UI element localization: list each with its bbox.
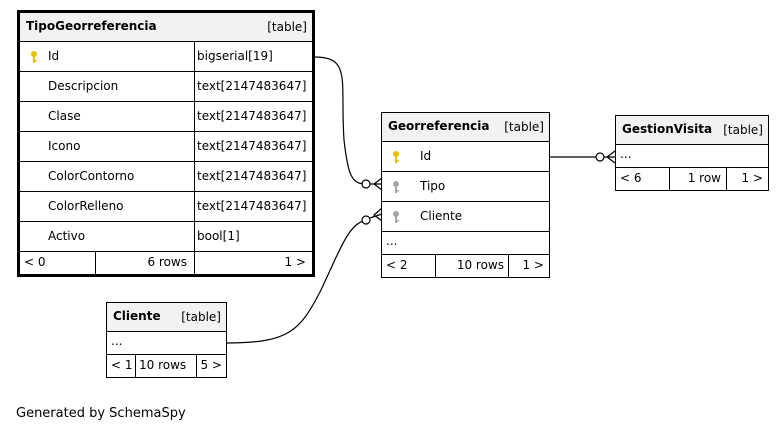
table-kind: [table]: [267, 20, 307, 34]
table-header: TipoGeorreferencia [table]: [20, 13, 312, 42]
children-count[interactable]: 1 >: [741, 171, 763, 185]
row-count: 1 row: [687, 171, 721, 185]
column-row[interactable]: Id: [382, 142, 549, 172]
table-gestionvisita[interactable]: GestionVisita [table] ... < 6 1 row 1 >: [615, 115, 769, 191]
relation-cliente-crowfoot: [369, 207, 383, 222]
table-header: GestionVisita [table]: [616, 116, 768, 145]
ellipsis-text: ...: [111, 334, 123, 348]
column-row[interactable]: Icono text[2147483647]: [20, 132, 312, 162]
column-name: Descripcion: [48, 79, 119, 93]
primary-key-icon: [393, 151, 399, 163]
column-type: text[2147483647]: [197, 199, 307, 213]
primary-key-icon: [31, 51, 37, 63]
column-name: Id: [420, 149, 432, 163]
column-type: bigserial[19]: [197, 49, 273, 63]
ellipsis-text: ...: [620, 147, 632, 161]
children-count[interactable]: 5 >: [200, 358, 222, 372]
table-name: GestionVisita: [622, 122, 713, 136]
parents-count[interactable]: < 1: [111, 358, 133, 372]
foreign-key-icon: [393, 181, 399, 193]
relation-tipo-crowfoot: [370, 177, 383, 191]
table-tipogeorreferencia[interactable]: TipoGeorreferencia [table] Id bigserial[…: [17, 10, 315, 277]
row-count: 6 rows: [147, 255, 187, 269]
row-count: 10 rows: [456, 258, 504, 272]
table-kind: [table]: [723, 123, 763, 137]
table-footer: < 0 6 rows 1 >: [20, 252, 312, 274]
relation-cliente-to-georreferencia: [226, 219, 367, 344]
column-row[interactable]: ColorRelleno text[2147483647]: [20, 192, 312, 222]
table-cliente[interactable]: Cliente [table] ... < 1 10 rows 5 >: [106, 302, 227, 378]
more-columns[interactable]: ...: [616, 145, 768, 168]
table-name: Cliente: [113, 309, 161, 323]
table-name: Georreferencia: [388, 119, 490, 133]
table-header: Georreferencia [table]: [382, 113, 549, 142]
column-name: ColorContorno: [48, 169, 135, 183]
table-kind: [table]: [504, 120, 544, 134]
column-row[interactable]: ColorContorno text[2147483647]: [20, 162, 312, 192]
relation-gestion-crowfoot: [604, 150, 616, 164]
column-type: text[2147483647]: [197, 169, 307, 183]
row-count: 10 rows: [139, 358, 187, 372]
generator-caption: Generated by SchemaSpy: [16, 406, 186, 421]
column-name: Tipo: [420, 179, 446, 193]
parents-count[interactable]: < 6: [620, 171, 642, 185]
column-row[interactable]: Tipo: [382, 172, 549, 202]
column-row[interactable]: Cliente: [382, 202, 549, 232]
table-footer: < 2 10 rows 1 >: [382, 255, 549, 277]
table-georreferencia[interactable]: Georreferencia [table] Id Tipo Cliente .…: [381, 112, 550, 278]
column-type: bool[1]: [197, 229, 240, 243]
foreign-key-icon: [393, 211, 399, 223]
column-name: Activo: [48, 229, 86, 243]
column-name: Id: [48, 49, 60, 63]
column-type: text[2147483647]: [197, 139, 307, 153]
parents-count[interactable]: < 0: [24, 255, 46, 269]
more-columns[interactable]: ...: [107, 332, 226, 355]
column-row[interactable]: Activo bool[1]: [20, 222, 312, 252]
column-row[interactable]: Id bigserial[19]: [20, 42, 312, 72]
children-count[interactable]: 1 >: [284, 255, 306, 269]
column-name: Icono: [48, 139, 81, 153]
parents-count[interactable]: < 2: [386, 258, 408, 272]
relation-cliente-optional-marker: [361, 215, 371, 225]
column-name: Cliente: [420, 209, 463, 223]
column-name: ColorRelleno: [48, 199, 124, 213]
column-row[interactable]: Clase text[2147483647]: [20, 102, 312, 132]
children-count[interactable]: 1 >: [522, 258, 544, 272]
table-footer: < 1 10 rows 5 >: [107, 355, 226, 377]
table-header: Cliente [table]: [107, 303, 226, 332]
table-name: TipoGeorreferencia: [26, 19, 157, 33]
column-type: text[2147483647]: [197, 109, 307, 123]
column-name: Clase: [48, 109, 81, 123]
relation-gestion-optional-marker: [595, 152, 605, 162]
more-columns[interactable]: ...: [382, 232, 549, 255]
relation-tipo-optional-marker: [361, 179, 371, 189]
table-footer: < 6 1 row 1 >: [616, 168, 768, 190]
table-kind: [table]: [181, 310, 221, 324]
ellipsis-text: ...: [386, 234, 398, 248]
column-type: text[2147483647]: [197, 79, 307, 93]
relation-tipo-to-georreferencia: [313, 56, 367, 185]
column-row[interactable]: Descripcion text[2147483647]: [20, 72, 312, 102]
